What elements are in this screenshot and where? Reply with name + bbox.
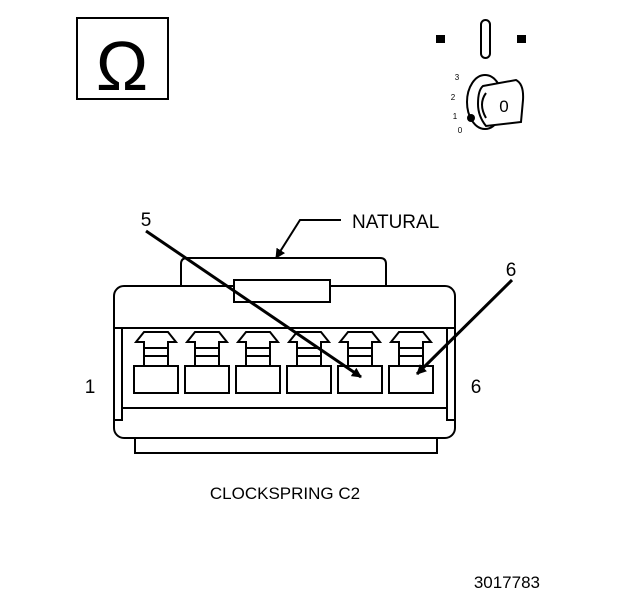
ohm-icon: Ω: [96, 27, 148, 105]
connector-base: [134, 437, 438, 454]
indicator-right-icon: [517, 35, 526, 43]
probe-label-pin-5: 5: [141, 210, 152, 231]
connector-name: CLOCKSPRING C2: [210, 484, 360, 503]
key-slot-icon: [480, 19, 491, 59]
terminal-1: [133, 331, 179, 394]
probe-label-pin-6: 6: [506, 260, 517, 281]
terminal-3: [235, 331, 281, 394]
probe-arrow-pin-6: [415, 278, 514, 376]
pin-label-right: 6: [471, 377, 482, 398]
probe-arrow-pin-5: [145, 229, 362, 379]
key-position-0: 0: [458, 126, 463, 135]
key-head-icon: [476, 78, 525, 128]
terminal-5: [337, 331, 383, 394]
figure-number: 3017783: [474, 573, 540, 592]
key-position-1: 1: [453, 112, 458, 121]
key-position-dot-icon: [467, 114, 475, 122]
terminal-cavities: [133, 331, 434, 394]
indicator-left-icon: [436, 35, 445, 43]
connector-latch: [233, 279, 331, 303]
ohmmeter-symbol: Ω: [76, 17, 169, 105]
terminal-2: [184, 331, 230, 394]
key-label: 0: [499, 97, 508, 116]
key-position-2: 2: [451, 93, 456, 102]
natural-callout-leader: [275, 219, 341, 259]
ignition-key-icon: 0 3 2 1 0: [436, 19, 526, 135]
natural-callout-label: NATURAL: [352, 212, 439, 233]
key-position-3: 3: [455, 73, 460, 82]
terminal-4: [286, 331, 332, 394]
ohmmeter-frame: [76, 17, 169, 100]
pin-label-left: 1: [85, 377, 96, 398]
